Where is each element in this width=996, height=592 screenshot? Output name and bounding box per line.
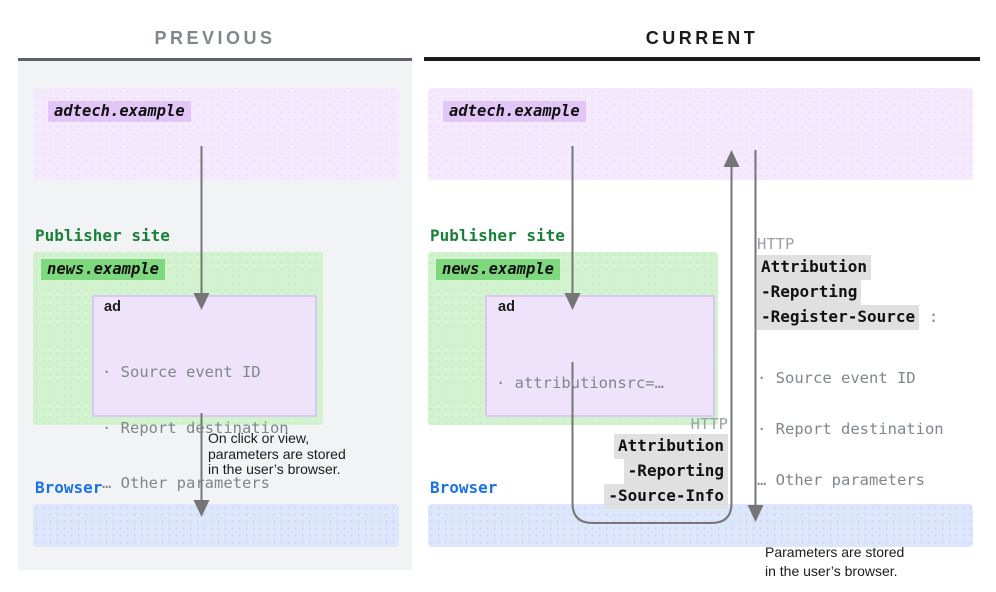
header-attribution: Attribution [757, 255, 871, 280]
param-report-destination: · Report destination [757, 420, 944, 438]
previous-browser-label: Browser [35, 478, 103, 497]
previous-publisher-site-label: Publisher site [35, 226, 170, 245]
header-colon: : [928, 307, 939, 326]
header-reporting: -Reporting [757, 280, 862, 305]
previous-title: PREVIOUS [154, 28, 276, 48]
current-title: CURRENT [645, 28, 759, 48]
current-divider [424, 57, 980, 61]
previous-ad-box [92, 295, 317, 417]
current-storage-note: Parameters are stored in the user’s brow… [765, 544, 905, 579]
header-register-source: -Register-Source [757, 305, 920, 330]
previous-ad-params: · Source event ID · Report destination …… [102, 326, 289, 530]
current-browser-label: Browser [430, 478, 498, 497]
current-publisher-site-label: Publisher site [430, 226, 565, 245]
current-adtech-domain-label: adtech.example [443, 101, 586, 122]
param-other-parameters: … Other parameters [757, 471, 925, 489]
previous-divider [18, 58, 412, 61]
register-source-headers: HTTP Attribution -Reporting -Register-So… [757, 235, 944, 580]
http-protocol-label: HTTP [690, 415, 728, 433]
param-source-event-id: · Source event ID [102, 363, 261, 381]
header-attribution: Attribution [614, 434, 728, 459]
current-ad-title: ad [498, 299, 515, 315]
param-report-destination: · Report destination [102, 418, 289, 437]
previous-storage-caption: On click or view, parameters are stored … [208, 430, 346, 477]
header-reporting: -Reporting [623, 459, 728, 484]
http-protocol-label: HTTP [757, 235, 795, 253]
previous-ad-title: ad [104, 299, 121, 315]
register-source-params: · Source event ID · Report destination …… [757, 336, 944, 523]
param-other-parameters: … Other parameters [102, 474, 270, 492]
source-info-headers: HTTP Attribution -Reporting -Source-Info [528, 415, 728, 509]
previous-browser-box [33, 504, 399, 547]
previous-adtech-domain-label: adtech.example [48, 101, 191, 122]
previous-news-domain-label: news.example [41, 259, 165, 280]
header-source-info: -Source-Info [604, 484, 728, 509]
param-source-event-id: · Source event ID [757, 369, 916, 387]
current-news-domain-label: news.example [436, 259, 560, 280]
param-attributionsrc: · attributionsrc=… [496, 374, 664, 392]
